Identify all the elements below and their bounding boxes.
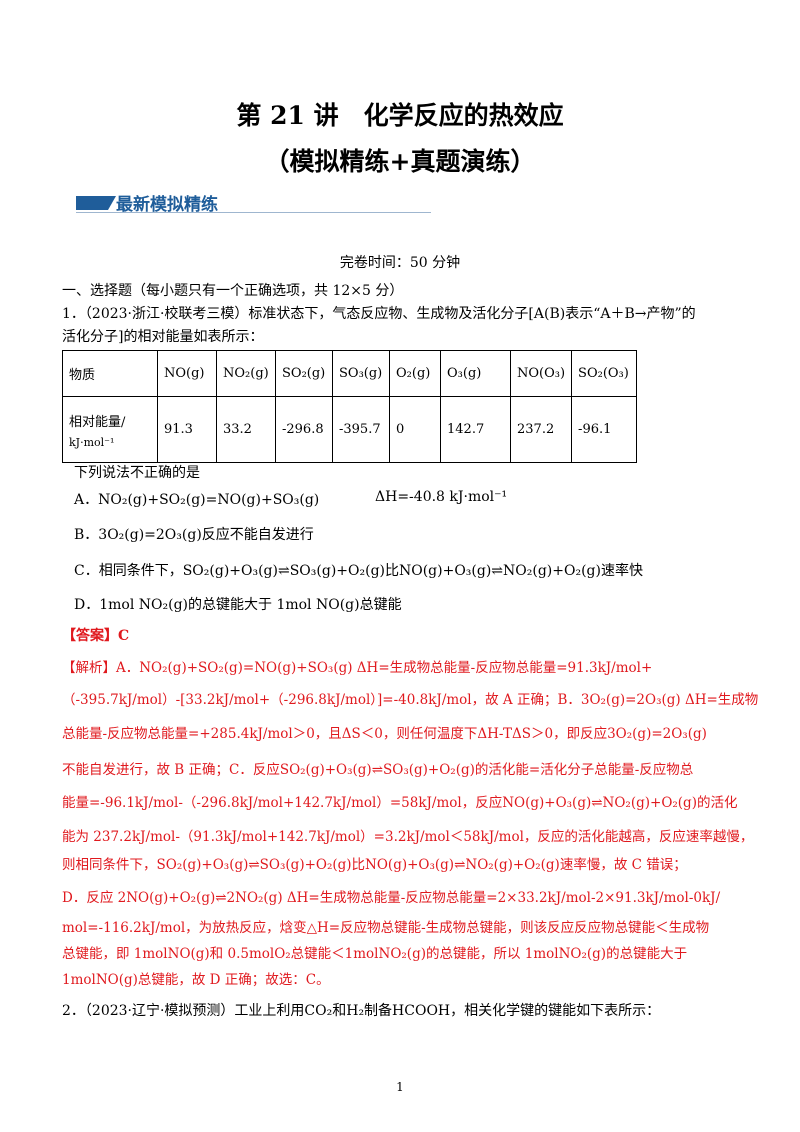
page-number: 1 xyxy=(396,1080,404,1094)
q1-answer: 【答案】C xyxy=(62,628,130,644)
table-header-cell: SO₃(g) xyxy=(332,350,390,397)
row-label-line2: kJ·mol⁻¹ xyxy=(69,435,115,449)
table-cell: 142.7 xyxy=(440,396,511,463)
q1-option-c: C．相同条件下，SO₂(g)+O₃(g)⇌SO₃(g)+O₂(g)比NO(g)+… xyxy=(74,563,643,579)
page-title: 第 21 讲 化学反应的热效应 xyxy=(236,101,564,130)
q1-option-a-dh: ΔH=-40.8 kJ·mol⁻¹ xyxy=(375,489,508,505)
q1-prompt: 下列说法不正确的是 xyxy=(74,465,200,481)
table-header-cell: O₃(g) xyxy=(440,350,511,397)
q1-stem-line1: 1．（2023·浙江·校联考三模）标准状态下，气态反应物、生成物及活化分子[A(… xyxy=(62,306,696,322)
table-cell: 33.2 xyxy=(216,396,276,463)
q1-option-b: B．3O₂(g)=2O₃(g)反应不能自发进行 xyxy=(74,527,314,543)
analysis-line: 则相同条件下，SO₂(g)+O₃(g)⇌SO₃(g)+O₂(g)比NO(g)+O… xyxy=(62,857,687,873)
table-header-cell: NO(O₃) xyxy=(509,350,573,397)
banner-triangle-icon xyxy=(108,196,116,210)
table-row: 物质 NO(g) NO₂(g) SO₂(g) SO₃(g) O₂(g) O₃(g… xyxy=(62,350,638,397)
energy-table: 物质 NO(g) NO₂(g) SO₂(g) SO₃(g) O₂(g) O₃(g… xyxy=(62,350,638,463)
table-cell: 0 xyxy=(389,396,441,463)
q2-stem: 2．（2023·辽宁·模拟预测）工业上利用CO₂和H₂制备HCOOH，相关化学键… xyxy=(62,1003,661,1019)
analysis-line: 总能量-反应物总能量=+285.4kJ/mol＞0，且ΔS＜0，则任何温度下ΔH… xyxy=(62,726,707,742)
analysis-line: 总键能，即 1molNO(g)和 0.5molO₂总键能＜1molNO₂(g)的… xyxy=(62,946,688,962)
page-subtitle: （模拟精练+真题演练） xyxy=(264,147,536,176)
banner-bar-icon xyxy=(76,196,108,210)
analysis-line: 不能自发进行，故 B 正确；C．反应SO₂(g)+O₃(g)⇌SO₃(g)+O₂… xyxy=(62,762,694,778)
analysis-line: 【解析】A．NO₂(g)+SO₂(g)=NO(g)+SO₃(g) ΔH=生成物总… xyxy=(62,660,653,676)
analysis-line: D．反应 2NO(g)+O₂(g)⇌2NO₂(g) ΔH=生成物总能量-反应物总… xyxy=(62,890,721,906)
q1-option-d: D．1mol NO₂(g)的总键能大于 1mol NO(g)总键能 xyxy=(74,597,402,613)
time-line: 完卷时间：50 分钟 xyxy=(339,255,461,271)
banner-label: 最新模拟精练 xyxy=(116,195,218,215)
table-header-cell: 物质 xyxy=(62,350,158,397)
analysis-line: 能为 237.2kJ/mol-（91.3kJ/mol+142.7kJ/mol）=… xyxy=(62,829,754,845)
table-header-cell: SO₂(O₃) xyxy=(571,350,638,397)
table-cell: -395.7 xyxy=(332,396,390,463)
banner-underline xyxy=(76,212,431,213)
table-header-cell: O₂(g) xyxy=(389,350,441,397)
table-cell: -296.8 xyxy=(275,396,333,463)
table-row-label: 相对能量/ kJ·mol⁻¹ xyxy=(62,396,158,463)
analysis-line: 1molNO(g)总键能，故 D 正确；故选：C。 xyxy=(62,972,330,988)
table-header-cell: NO(g) xyxy=(157,350,217,397)
analysis-line: 能量=-96.1kJ/mol-（-296.8kJ/mol+142.7kJ/mol… xyxy=(62,795,738,811)
table-row: 相对能量/ kJ·mol⁻¹ 91.3 33.2 -296.8 -395.7 0… xyxy=(62,396,638,463)
table-header-cell: NO₂(g) xyxy=(216,350,276,397)
analysis-line: （-395.7kJ/mol）-[33.2kJ/mol+（-296.8kJ/mol… xyxy=(62,692,759,708)
table-cell: 91.3 xyxy=(157,396,217,463)
section-heading: 一、选择题（每小题只有一个正确选项，共 12×5 分） xyxy=(62,283,404,299)
analysis-line: mol=-116.2kJ/mol，为放热反应，焓变△H=反应物总键能-生成物总键… xyxy=(62,920,710,936)
table-cell: -96.1 xyxy=(571,396,638,463)
table-cell: 237.2 xyxy=(509,396,573,463)
q1-stem-line2: 活化分子]的相对能量如表所示： xyxy=(62,329,264,345)
row-label-line1: 相对能量/ xyxy=(69,414,126,430)
table-header-cell: SO₂(g) xyxy=(275,350,333,397)
section-banner: 最新模拟精练 xyxy=(76,192,431,216)
q1-option-a: A．NO₂(g)+SO₂(g)=NO(g)+SO₃(g) xyxy=(74,492,320,508)
